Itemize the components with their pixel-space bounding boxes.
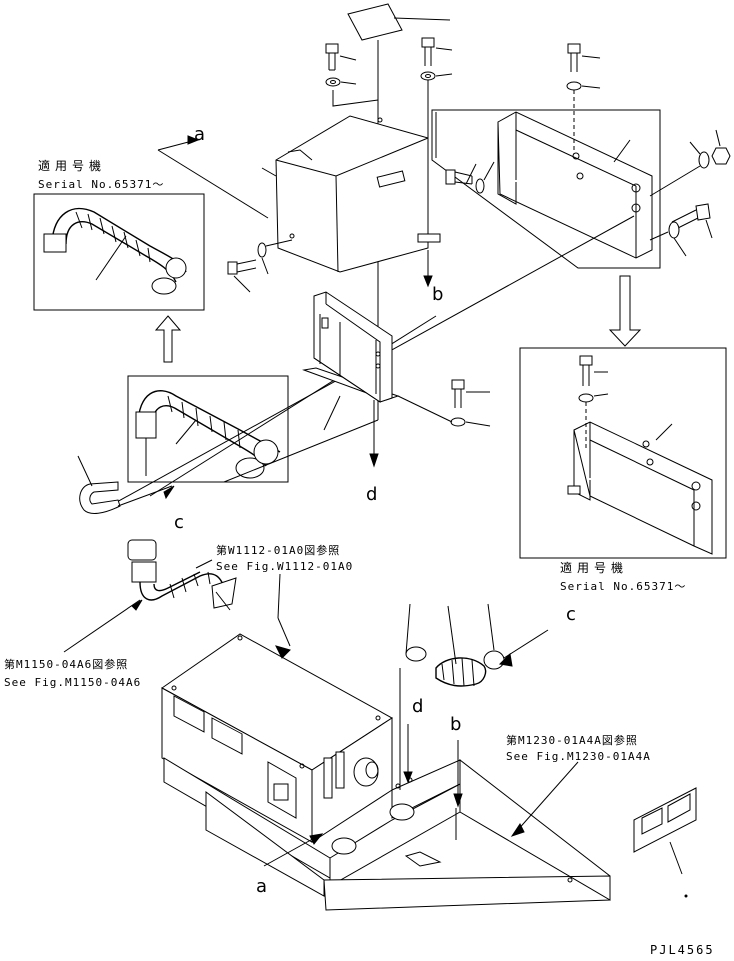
washer-icon (649, 221, 687, 257)
reference-w1112-jp: 第W1112-01A0図参照 (216, 544, 341, 557)
washer-icon (578, 393, 609, 448)
washer-icon (397, 395, 491, 427)
arrow-up-icon (154, 315, 182, 363)
serial-box-left-serial: Serial No.65371～ (38, 178, 165, 191)
bolt-icon (227, 259, 257, 293)
bracket-group-box (431, 109, 661, 269)
connection-label-d-bottom: d (412, 696, 424, 717)
hose-parts-right (405, 603, 549, 687)
nut-icon (711, 129, 731, 165)
washer-icon (257, 239, 293, 275)
arrow-down-icon (369, 400, 379, 468)
washer-icon (325, 77, 379, 107)
bolt-icon (567, 43, 601, 72)
connection-label-b-top: b (432, 284, 444, 305)
label-sticker (633, 787, 697, 898)
arrow-down-icon (423, 250, 433, 288)
bolt-icon (445, 163, 477, 185)
hose-box-middle (127, 375, 289, 483)
heater-unit (161, 573, 393, 843)
serial-box-right-serial: Serial No.65371～ (560, 580, 687, 593)
connection-label-c-left: c (174, 512, 184, 533)
connection-label-a-bottom: a (256, 876, 268, 897)
washer-icon (475, 161, 495, 194)
connection-label-a-top: a (194, 124, 206, 145)
reference-m1150-jp: 第M1150-04A6図参照 (4, 658, 129, 671)
serial-box-left-frame (33, 193, 205, 311)
reference-m1230-en: See Fig.M1230-01A4A (506, 750, 651, 763)
clamp-icon (77, 455, 121, 514)
connection-label-c-right: c (566, 604, 576, 625)
connection-label-b-bottom: b (450, 714, 462, 735)
washer-icon (566, 81, 601, 154)
reference-m1150-en: See Fig.M1150-04A6 (4, 676, 142, 689)
serial-box-right-frame (519, 347, 727, 559)
hose-cover (261, 115, 441, 273)
bolt-icon (579, 355, 608, 386)
installed-hose (63, 539, 237, 653)
bolt-icon (325, 43, 357, 71)
base-plate (163, 757, 611, 911)
bracket-stand (302, 291, 400, 431)
arrow-down-icon (399, 668, 413, 790)
drawing-code: PJL4565 (650, 943, 715, 957)
bolt-icon (421, 37, 453, 66)
connection-label-d-mid: d (366, 484, 378, 505)
reference-m1230-jp: 第M1230-01A4A図参照 (506, 734, 638, 747)
serial-box-right-title: 適用号機 (560, 561, 629, 575)
arrow-down-icon (608, 275, 642, 347)
serial-box-left-title: 適用号機 (38, 159, 107, 173)
bolt-icon (451, 379, 490, 408)
reference-w1112-en: See Fig.W1112-01A0 (216, 560, 354, 573)
arrow-down-icon (453, 740, 463, 808)
washer-icon (649, 141, 710, 197)
